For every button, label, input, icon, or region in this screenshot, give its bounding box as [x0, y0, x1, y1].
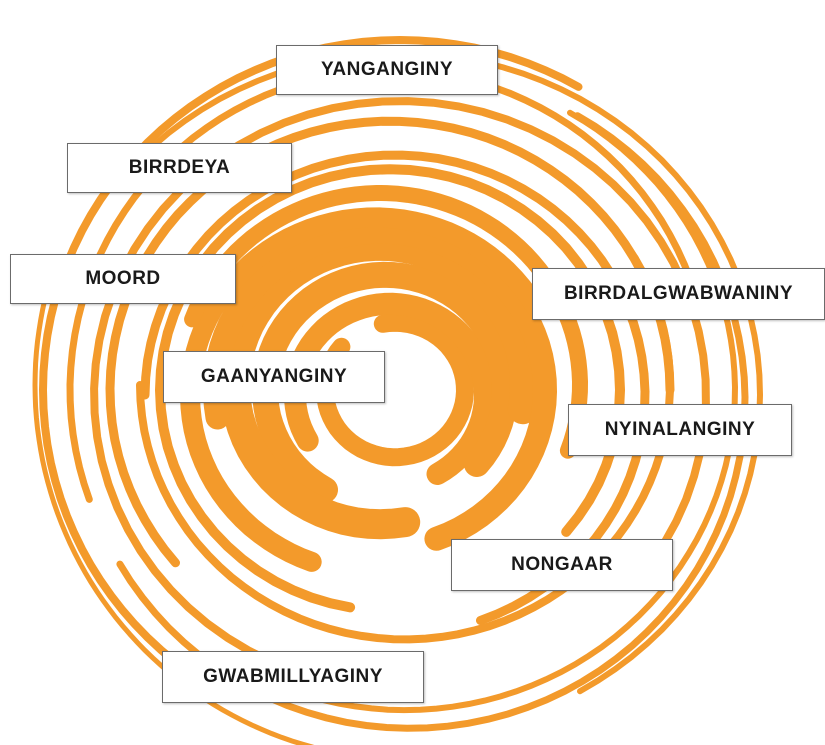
season-label-gwabmillyaginy: GWABMILLYAGINY: [162, 651, 424, 703]
season-label-moord: MOORD: [10, 254, 236, 304]
season-label-birrdeya: BIRRDEYA: [67, 143, 292, 193]
season-label-yanganginy: YANGANGINY: [276, 45, 498, 95]
season-label-nongaar: NONGAAR: [451, 539, 673, 591]
season-label-gaanyanginy: GAANYANGINY: [163, 351, 385, 403]
season-label-nyinalanginy: NYINALANGINY: [568, 404, 792, 456]
season-label-birrdalgwabwaniny: BIRRDALGWABWANINY: [532, 268, 825, 320]
